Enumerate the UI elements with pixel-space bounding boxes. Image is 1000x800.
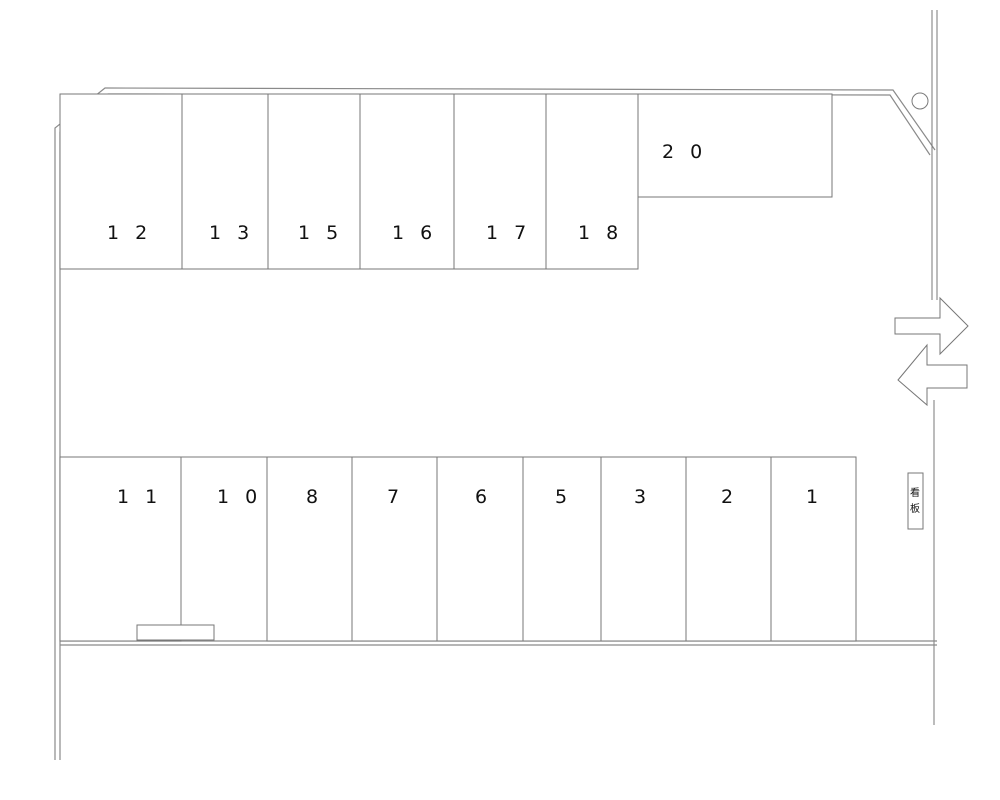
stall-18[interactable] (545, 93, 639, 270)
stall-6[interactable] (436, 456, 524, 642)
entrance-arrow-icon (894, 296, 969, 356)
stall-17[interactable] (453, 93, 547, 270)
exit-arrow-icon (897, 343, 968, 407)
bottom-stall-row: 1 1 1 0 8 7 6 5 3 2 1 (59, 456, 857, 642)
stall-2-label: 2 (721, 486, 738, 508)
stall-7[interactable] (351, 456, 438, 642)
stall-16-label: 1 6 (392, 222, 437, 244)
stall-2[interactable] (685, 456, 772, 642)
stall-13[interactable] (181, 93, 269, 270)
top-stall-row: 1 2 1 3 1 5 1 6 1 7 1 8 2 0 (59, 93, 833, 270)
signboard: 看 板 (907, 472, 924, 530)
stall-11-label: 1 1 (117, 486, 162, 508)
signboard-frame (907, 472, 924, 530)
stall-11[interactable] (59, 456, 182, 642)
stall-1[interactable] (770, 456, 857, 642)
stall-17-label: 1 7 (486, 222, 531, 244)
stall-12-label: 1 2 (107, 222, 152, 244)
stall-18-label: 1 8 (578, 222, 623, 244)
signboard-text-top: 看 (910, 486, 920, 499)
stall-8[interactable] (266, 456, 353, 642)
stall-8-label: 8 (306, 486, 323, 508)
stall-16[interactable] (359, 93, 455, 270)
wheel-stop-block (136, 624, 215, 641)
stall-13-label: 1 3 (209, 222, 254, 244)
stall-5[interactable] (522, 456, 602, 642)
stall-5-label: 5 (555, 486, 572, 508)
stall-10-label: 1 0 (217, 486, 262, 508)
stall-3[interactable] (600, 456, 687, 642)
stall-12[interactable] (59, 93, 183, 270)
stall-20[interactable] (637, 93, 833, 198)
stall-6-label: 6 (475, 486, 492, 508)
stall-15-label: 1 5 (298, 222, 343, 244)
utility-pole-icon (911, 92, 929, 110)
stall-7-label: 7 (387, 486, 404, 508)
stall-3-label: 3 (634, 486, 651, 508)
stall-20-label: 2 0 (662, 141, 707, 163)
stall-15[interactable] (267, 93, 361, 270)
stall-1-label: 1 (806, 486, 823, 508)
signboard-text-bottom: 板 (910, 502, 920, 515)
